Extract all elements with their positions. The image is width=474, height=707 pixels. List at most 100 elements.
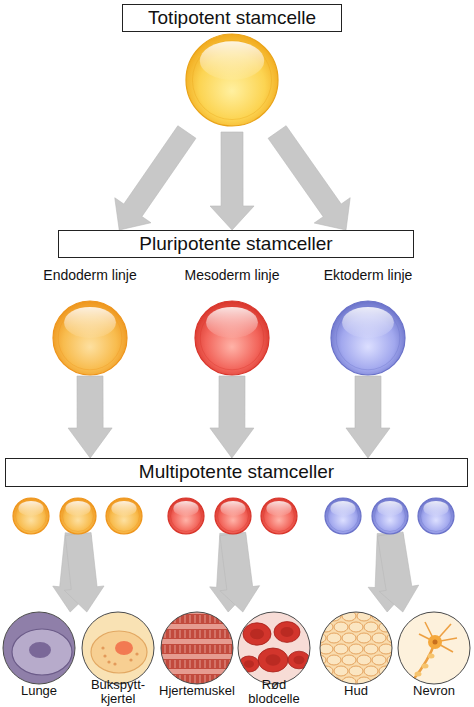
red-blood-disc-centre [294, 656, 305, 664]
stem-cell-sphere [60, 498, 96, 534]
pancreas-granule [101, 646, 104, 649]
heart-muscle-striation [190, 660, 191, 668]
heart-muscle-striation [160, 630, 161, 638]
sphere-gloss [377, 501, 402, 516]
heart-muscle-striation [195, 630, 196, 638]
cell-type-node: Bukspytt- kjertel [79, 612, 157, 707]
heart-muscle-striation [230, 615, 231, 623]
skin-cell [334, 666, 348, 676]
lung-cell-background [3, 612, 75, 684]
sphere-inner-ring [375, 501, 406, 532]
skin-cell [364, 644, 378, 654]
sphere-gloss [18, 501, 43, 516]
skin-cell [334, 644, 348, 654]
heart-muscle-striation [180, 630, 181, 638]
sphere-gloss [423, 501, 448, 516]
heart-muscle-striation [205, 675, 206, 683]
heart-muscle-striation [200, 660, 201, 668]
neuron-myelin [428, 654, 435, 659]
cell-outline [3, 612, 75, 684]
skin-cell [372, 677, 386, 687]
cell-shape [0, 612, 78, 686]
pancreas-granule [135, 652, 138, 655]
node-label: Endoderm linje [35, 266, 145, 284]
sphere-inner-ring [63, 501, 94, 532]
sphere-shape [122, 32, 342, 132]
cell-illustration [312, 611, 408, 687]
heart-muscle-striation [190, 645, 191, 653]
heart-muscle-striation [205, 645, 206, 653]
skin-cell [319, 622, 333, 632]
skin-cell [342, 655, 356, 665]
cell-type-node: Nevron [395, 612, 473, 707]
skin-cell [387, 677, 401, 687]
skin-cell [364, 666, 378, 676]
heart-muscle-striation [195, 615, 196, 623]
label-block: Mesoderm linje [177, 266, 287, 284]
neuron-myelin [422, 664, 429, 669]
skin-cell [349, 644, 363, 654]
heart-muscle-striation [190, 615, 191, 623]
heart-muscle-striation [170, 630, 171, 638]
cell-illustration [158, 612, 236, 684]
heart-muscle-striation [185, 630, 186, 638]
node-label: Lunge [0, 684, 78, 698]
skin-cell [379, 644, 393, 654]
block-arrow [210, 376, 254, 458]
heart-muscle-fibre [158, 674, 236, 684]
sphere-gloss [206, 307, 258, 338]
neuron-soma [428, 635, 442, 649]
sphere-inner-ring [336, 306, 400, 370]
sphere-inner-ring [109, 501, 140, 532]
red-blood-disc [288, 651, 310, 669]
heart-muscle-striation [215, 645, 216, 653]
cell-type-node: Hud [317, 612, 395, 707]
skin-cell [364, 622, 378, 632]
heart-muscle-striation [185, 615, 186, 623]
stem-cell-sphere [106, 498, 142, 534]
heart-muscle-striation [210, 660, 211, 668]
sphere-inner-ring [218, 501, 249, 532]
neuron-myelin [415, 672, 422, 677]
heart-muscle-striation [235, 630, 236, 638]
heart-muscle-striation [210, 645, 211, 653]
heart-muscle-striation [185, 660, 186, 668]
heart-muscle-striation [195, 675, 196, 683]
heart-muscle-striation [190, 675, 191, 683]
label-block: Rød blodcelle [241, 678, 307, 706]
node-label: Bukspytt- kjertel [83, 678, 153, 706]
cell-type-node: Rød blodcelle [235, 612, 313, 707]
skin-cell [349, 666, 363, 676]
heart-muscle-striation [205, 660, 206, 668]
neuron-background [398, 612, 470, 684]
red-blood-disc [258, 648, 288, 672]
stage-node: Multipotente stamceller [5, 458, 468, 534]
heart-muscle-striation [170, 615, 171, 623]
sphere-gloss [173, 501, 198, 516]
sphere-gloss [111, 501, 136, 516]
heart-muscle-striation [160, 615, 161, 623]
heart-muscle-striation [235, 675, 236, 683]
block-arrow [68, 376, 112, 458]
heart-muscle-striation [205, 630, 206, 638]
stage-node: Pluripotente stamceller [58, 230, 414, 258]
heart-muscle-striation [235, 660, 236, 668]
heart-muscle-fibre [158, 644, 236, 654]
block-arrow [268, 126, 350, 230]
sphere-inner-ring [328, 501, 359, 532]
red-blood-disc-centre [244, 660, 254, 668]
node-label: Totipotent stamcelle [123, 5, 341, 30]
heading-band: Multipotente stamceller [5, 458, 468, 487]
heart-muscle-striation [180, 660, 181, 668]
heart-muscle-striation [200, 615, 201, 623]
neuron-nucleus [433, 640, 438, 645]
heart-muscle-striation [235, 615, 236, 623]
heart-muscle-striation [165, 645, 166, 653]
cell-outline [82, 612, 154, 684]
node-label: Hjertemuskel [149, 684, 245, 698]
label-block: Hjertemuskel [149, 684, 245, 698]
label-block: Lunge [0, 684, 78, 698]
red-blood-disc [274, 622, 300, 643]
sphere-gloss [330, 501, 355, 516]
